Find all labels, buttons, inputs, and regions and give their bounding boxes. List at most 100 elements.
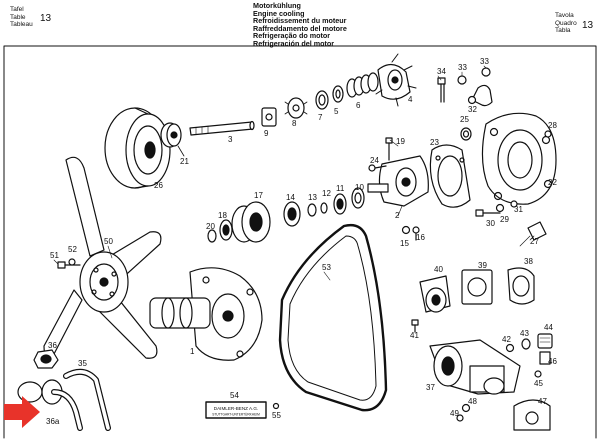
callout-35: 35 [78, 359, 87, 368]
table-number-left: 13 [40, 13, 52, 24]
part-11-bearing[interactable] [333, 193, 347, 215]
table-label-de: Tafel [10, 6, 24, 13]
leader-lines [53, 65, 535, 281]
part-30-bolt[interactable] [475, 209, 501, 217]
callout-30: 30 [486, 219, 495, 228]
part-44-plug[interactable] [537, 333, 553, 349]
part-7-ring[interactable] [315, 90, 329, 110]
callout-26: 26 [154, 181, 163, 190]
callout-5: 5 [334, 107, 339, 116]
part-41-bolt[interactable] [411, 319, 419, 333]
callout-16: 16 [416, 233, 425, 242]
part-22-pump-housing[interactable] [481, 112, 557, 205]
part-31-washer[interactable] [510, 200, 518, 208]
callout-8: 8 [292, 119, 297, 128]
part-36-nut[interactable] [33, 349, 59, 369]
callout-25: 25 [460, 115, 469, 124]
callout-32: 32 [468, 105, 477, 114]
part-54-nameplate[interactable]: DAIMLER-BENZ A.G. STUTTGART-UNTERTÜRKHEI… [205, 401, 267, 419]
part-8-seal[interactable] [284, 97, 308, 119]
part-23-gasket[interactable] [429, 144, 471, 208]
part-12-ring[interactable] [320, 202, 328, 214]
part-28-bolt[interactable] [544, 130, 552, 138]
callout-2: 2 [395, 211, 400, 220]
part-17-pulley-hub[interactable] [231, 201, 271, 243]
plate-line-2: STUTTGART-UNTERTÜRKHEIM [212, 413, 260, 417]
callout-34: 34 [437, 67, 446, 76]
callout-11: 11 [336, 184, 345, 193]
callout-14: 14 [286, 193, 295, 202]
callout-53: 53 [322, 263, 331, 272]
callout-12: 12 [322, 189, 331, 198]
part-13-spacer[interactable] [307, 203, 317, 217]
part-14-bearing[interactable] [283, 201, 301, 227]
part-38-housing[interactable] [507, 267, 535, 305]
callout-41: 41 [410, 331, 419, 340]
part-1-water-pump[interactable] [149, 267, 263, 361]
part-55-rivet[interactable] [272, 402, 280, 410]
part-19-bolt[interactable] [385, 137, 393, 161]
frame-border [3, 45, 597, 439]
callout-39: 39 [478, 261, 487, 270]
callout-37: 37 [426, 383, 435, 392]
part-6-spring[interactable] [346, 72, 379, 98]
part-21-hub[interactable] [160, 122, 185, 157]
part-42-nut[interactable] [505, 343, 515, 353]
callout-6: 6 [356, 101, 361, 110]
callout-45: 45 [534, 379, 543, 388]
callout-50: 50 [104, 237, 113, 246]
title-fr: Refroidissement du moteur [253, 16, 347, 26]
plate-line-1: DAIMLER-BENZ A.G. [214, 406, 258, 411]
part-2-pump-body[interactable] [367, 155, 429, 207]
part-15-washer[interactable] [401, 225, 411, 235]
part-26-pulley[interactable] [104, 107, 171, 189]
callout-18: 18 [218, 211, 227, 220]
callout-21: 21 [180, 157, 189, 166]
part-3-shaft[interactable] [189, 120, 255, 136]
part-48-washer[interactable] [461, 403, 471, 413]
part-4-impeller[interactable] [375, 53, 417, 107]
title-en: Engine cooling [253, 8, 305, 18]
part-27-cover[interactable] [527, 221, 547, 241]
callout-49: 49 [450, 409, 459, 418]
part-40-flange[interactable] [419, 275, 451, 313]
part-16-screw[interactable] [412, 226, 420, 241]
part-20-washer[interactable] [207, 229, 217, 243]
callout-4: 4 [408, 95, 413, 104]
part-18-bearing[interactable] [219, 219, 233, 241]
callout-20: 20 [206, 222, 215, 231]
callout-10: 10 [355, 183, 364, 192]
table-label-pt: Quadro [555, 19, 577, 27]
part-32-nut[interactable] [467, 95, 477, 105]
part-34-bolt[interactable] [437, 77, 446, 103]
part-24-screw[interactable] [368, 164, 387, 172]
part-36a-connector[interactable] [17, 379, 83, 431]
callout-54: 54 [230, 391, 239, 400]
part-45-washer[interactable] [534, 370, 542, 378]
part-50-fan[interactable] [43, 156, 162, 359]
part-29-nut[interactable] [495, 203, 505, 213]
table-label-it: Tavola [555, 12, 574, 19]
callout-labels: 1 2 3 4 5 6 7 8 9 10 11 12 13 14 15 16 1… [46, 57, 557, 426]
callout-24: 24 [370, 156, 379, 165]
part-10-seal[interactable] [351, 187, 365, 209]
callout-23: 23 [430, 138, 439, 147]
part-39-gasket[interactable] [461, 269, 493, 305]
part-9-washer[interactable] [261, 107, 277, 127]
part-43-washer[interactable] [521, 338, 531, 350]
callout-48: 48 [468, 397, 477, 406]
part-25-plug[interactable] [460, 127, 472, 141]
part-35-hose[interactable] [63, 368, 111, 431]
callout-51: 51 [50, 251, 59, 260]
part-49-bolt[interactable] [456, 414, 464, 422]
part-37-outlet-housing[interactable] [429, 339, 521, 395]
part-52-washer[interactable] [68, 258, 76, 266]
table-label-left: Tafel Table Tableau [10, 6, 33, 29]
part-47-flange[interactable] [513, 399, 551, 431]
callout-17: 17 [254, 191, 263, 200]
callout-55: 55 [272, 411, 281, 420]
part-46-sensor[interactable] [539, 351, 551, 365]
part-53-v-belt[interactable] [278, 223, 388, 412]
part-5-ring[interactable] [332, 85, 344, 103]
